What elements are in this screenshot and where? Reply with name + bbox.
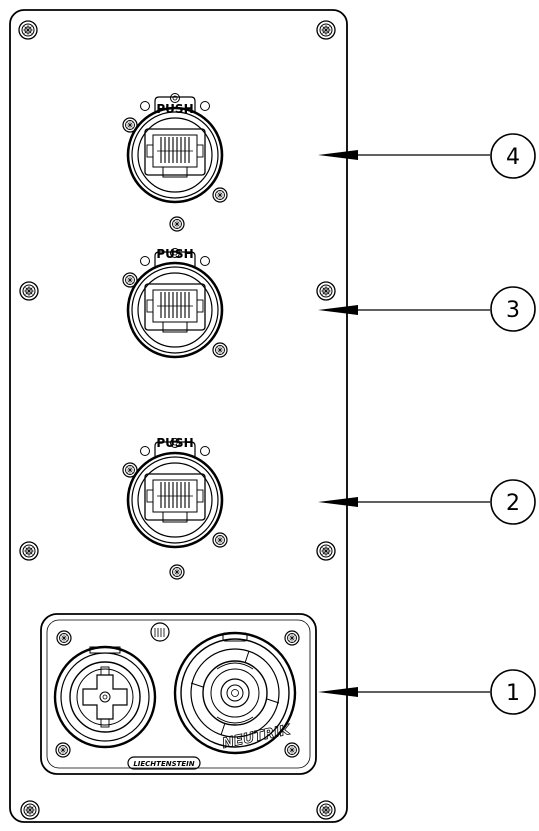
callout-2: 2 xyxy=(318,479,536,525)
power-connector-plate: NEUTRIK LIECHTENSTEIN xyxy=(40,613,317,775)
callout-4: 4 xyxy=(318,133,536,179)
ethercon-screw-lower xyxy=(169,564,185,580)
panel-screw-top-left xyxy=(18,20,38,40)
panel-screw-low-right xyxy=(316,541,336,561)
plate-screw-top-left xyxy=(56,630,72,646)
callout-number: 2 xyxy=(506,491,520,516)
push-label: PUSH xyxy=(156,436,193,450)
panel-screw-bottom-left xyxy=(20,800,40,820)
panel-outline xyxy=(9,9,348,823)
callout-1: 1 xyxy=(318,669,536,715)
plate-screw-top-right xyxy=(284,630,300,646)
callout-3: 3 xyxy=(318,286,536,332)
manufacturer-label: LIECHTENSTEIN xyxy=(133,760,194,768)
ethercon-connector-4: PUSH xyxy=(123,94,227,203)
panel-screw-top-right xyxy=(316,20,336,40)
plate-screw-bottom-left xyxy=(55,742,71,758)
callout-number: 3 xyxy=(506,298,520,323)
panel-screw-low-left xyxy=(19,541,39,561)
panel-screw-bottom-right xyxy=(316,800,336,820)
brand-label: NEUTRIK xyxy=(221,722,293,752)
callout-number: 1 xyxy=(506,681,520,706)
plate-screw-bottom-right xyxy=(284,742,300,758)
push-label: PUSH xyxy=(156,102,193,116)
powercon-right-connector: NEUTRIK xyxy=(173,631,297,755)
powercon-left-connector xyxy=(53,645,157,749)
ethercon-screw-upper xyxy=(169,216,185,232)
ethercon-connector-3: PUSH xyxy=(123,247,227,357)
manufacturer-badge: LIECHTENSTEIN xyxy=(127,756,201,770)
callout-number: 4 xyxy=(506,145,520,170)
ethercon-connector-2: PUSH xyxy=(123,436,227,547)
panel-screw-mid-right xyxy=(316,281,336,301)
push-label: PUSH xyxy=(156,247,193,261)
panel-screw-mid-left xyxy=(19,281,39,301)
ground-symbol xyxy=(150,622,170,642)
